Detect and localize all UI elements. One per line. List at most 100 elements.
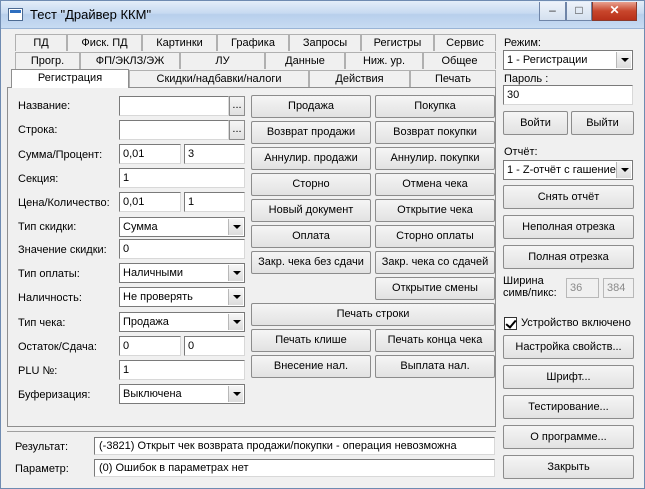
tab-registration[interactable]: Регистрация bbox=[11, 69, 129, 88]
chevron-down-icon[interactable] bbox=[228, 219, 243, 235]
cash-out-button[interactable]: Выплата нал. bbox=[375, 355, 495, 378]
about-button[interactable]: О программе... bbox=[503, 425, 634, 449]
cancel-check-button[interactable]: Отмена чека bbox=[375, 173, 495, 196]
purchase-button[interactable]: Покупка bbox=[375, 95, 495, 118]
result-field[interactable]: (-3821) Открыт чек возврата продажи/поку… bbox=[94, 437, 495, 455]
window-title: Тест "Драйвер ККМ" bbox=[30, 7, 152, 22]
plu-input[interactable]: 1 bbox=[119, 360, 245, 380]
status-separator bbox=[7, 431, 496, 432]
discount-type-label: Тип скидки: bbox=[18, 221, 77, 233]
chevron-down-icon[interactable] bbox=[228, 265, 243, 281]
app-icon bbox=[8, 8, 23, 21]
width-chars-input[interactable]: 36 bbox=[566, 278, 599, 298]
payment-type-label: Тип оплаты: bbox=[18, 268, 80, 280]
payment-type-value: Наличными bbox=[123, 267, 184, 279]
percent-input[interactable]: 3 bbox=[184, 144, 245, 164]
chevron-down-icon[interactable] bbox=[228, 386, 243, 402]
storno-payment-button[interactable]: Сторно оплаты bbox=[375, 225, 495, 248]
cash-value: Не проверять bbox=[123, 291, 193, 303]
buffer-label: Буферизация: bbox=[18, 389, 91, 401]
tab-lu[interactable]: ЛУ bbox=[180, 52, 265, 69]
tab-requests[interactable]: Запросы bbox=[289, 34, 361, 51]
chevron-down-icon[interactable] bbox=[616, 162, 631, 178]
string-input[interactable] bbox=[119, 120, 229, 140]
mode-select[interactable]: 1 - Регистрации bbox=[503, 50, 633, 70]
testing-button[interactable]: Тестирование... bbox=[503, 395, 634, 419]
discount-value-input[interactable]: 0 bbox=[119, 239, 245, 259]
price-qty-label: Цена/Количество: bbox=[18, 197, 110, 209]
sale-button[interactable]: Продажа bbox=[251, 95, 371, 118]
tab-general[interactable]: Общее bbox=[423, 52, 496, 69]
tab-service[interactable]: Сервис bbox=[434, 34, 496, 51]
device-enabled-checkbox[interactable] bbox=[504, 317, 517, 330]
return-sale-button[interactable]: Возврат продажи bbox=[251, 121, 371, 144]
font-button[interactable]: Шрифт... bbox=[503, 365, 634, 389]
close-button[interactable]: Закрыть bbox=[503, 455, 634, 479]
password-input[interactable]: 30 bbox=[503, 85, 633, 105]
check-type-select[interactable]: Продажа bbox=[119, 312, 245, 332]
price-input[interactable]: 0,01 bbox=[119, 192, 181, 212]
close-window-button[interactable]: ✕ bbox=[592, 2, 637, 21]
tab-progr[interactable]: Прогр. bbox=[15, 52, 80, 69]
width-pixels-input[interactable]: 384 bbox=[603, 278, 634, 298]
chevron-down-icon[interactable] bbox=[228, 314, 243, 330]
sum-input[interactable]: 0,01 bbox=[119, 144, 181, 164]
name-browse-button[interactable]: ... bbox=[229, 96, 245, 116]
minimize-button[interactable]: – bbox=[539, 2, 566, 21]
payment-button[interactable]: Оплата bbox=[251, 225, 371, 248]
tab-low-level[interactable]: Ниж. ур. bbox=[345, 52, 423, 69]
tab-discounts[interactable]: Скидки/надбавки/налоги bbox=[129, 70, 309, 87]
logout-button[interactable]: Выйти bbox=[571, 111, 634, 135]
width-label-line1: Ширина bbox=[503, 275, 544, 287]
rest-input[interactable]: 0 bbox=[119, 336, 181, 356]
plu-label: PLU №: bbox=[18, 365, 58, 377]
discount-type-select[interactable]: Сумма bbox=[119, 217, 245, 237]
quantity-input[interactable]: 1 bbox=[184, 192, 245, 212]
print-footer-button[interactable]: Печать конца чека bbox=[375, 329, 495, 352]
print-header-button[interactable]: Печать клише bbox=[251, 329, 371, 352]
cancel-purchase-button[interactable]: Аннулир. покупки bbox=[375, 147, 495, 170]
check-type-value: Продажа bbox=[123, 316, 169, 328]
tab-pictures[interactable]: Картинки bbox=[142, 34, 217, 51]
payment-type-select[interactable]: Наличными bbox=[119, 263, 245, 283]
parameter-label: Параметр: bbox=[15, 463, 69, 475]
parameter-field[interactable]: (0) Ошибок в параметрах нет bbox=[94, 459, 495, 477]
maximize-button[interactable]: □ bbox=[566, 2, 592, 21]
new-document-button[interactable]: Новый документ bbox=[251, 199, 371, 222]
tab-fp-eklz[interactable]: ФП/ЭКЛЗ/ЭЖ bbox=[80, 52, 180, 69]
full-cut-button[interactable]: Полная отрезка bbox=[503, 245, 634, 269]
tab-print[interactable]: Печать bbox=[410, 70, 496, 87]
properties-button[interactable]: Настройка свойств... bbox=[503, 335, 634, 359]
return-purchase-button[interactable]: Возврат покупки bbox=[375, 121, 495, 144]
tab-actions[interactable]: Действия bbox=[309, 70, 410, 87]
cash-in-button[interactable]: Внесение нал. bbox=[251, 355, 371, 378]
storno-button[interactable]: Сторно bbox=[251, 173, 371, 196]
cancel-sale-button[interactable]: Аннулир. продажи bbox=[251, 147, 371, 170]
print-string-button[interactable]: Печать строки bbox=[251, 303, 495, 326]
tab-data[interactable]: Данные bbox=[265, 52, 345, 69]
cash-select[interactable]: Не проверять bbox=[119, 287, 245, 307]
chevron-down-icon[interactable] bbox=[616, 52, 631, 68]
name-input[interactable] bbox=[119, 96, 229, 116]
string-browse-button[interactable]: ... bbox=[229, 120, 245, 140]
check-type-label: Тип чека: bbox=[18, 317, 66, 329]
tab-fisk-pd[interactable]: Фиск. ПД bbox=[67, 34, 142, 51]
close-check-with-change-button[interactable]: Закр. чека со сдачей bbox=[375, 251, 495, 274]
chevron-down-icon[interactable] bbox=[228, 289, 243, 305]
partial-cut-button[interactable]: Неполная отрезка bbox=[503, 215, 634, 239]
tab-pd[interactable]: ПД bbox=[15, 34, 67, 51]
buffer-value: Выключена bbox=[123, 388, 182, 400]
open-check-button[interactable]: Открытие чека bbox=[375, 199, 495, 222]
buffer-select[interactable]: Выключена bbox=[119, 384, 245, 404]
open-shift-button[interactable]: Открытие смены bbox=[375, 277, 495, 300]
section-input[interactable]: 1 bbox=[119, 168, 245, 188]
report-select[interactable]: 1 - Z-отчёт с гашение bbox=[503, 160, 633, 180]
device-enabled-label: Устройство включено bbox=[521, 317, 631, 329]
tab-registers[interactable]: Регистры bbox=[361, 34, 434, 51]
change-input[interactable]: 0 bbox=[184, 336, 245, 356]
close-check-no-change-button[interactable]: Закр. чека без сдачи bbox=[251, 251, 371, 274]
result-label: Результат: bbox=[15, 441, 69, 453]
login-button[interactable]: Войти bbox=[503, 111, 568, 135]
remove-report-button[interactable]: Снять отчёт bbox=[503, 185, 634, 209]
tab-graphics[interactable]: Графика bbox=[217, 34, 289, 51]
